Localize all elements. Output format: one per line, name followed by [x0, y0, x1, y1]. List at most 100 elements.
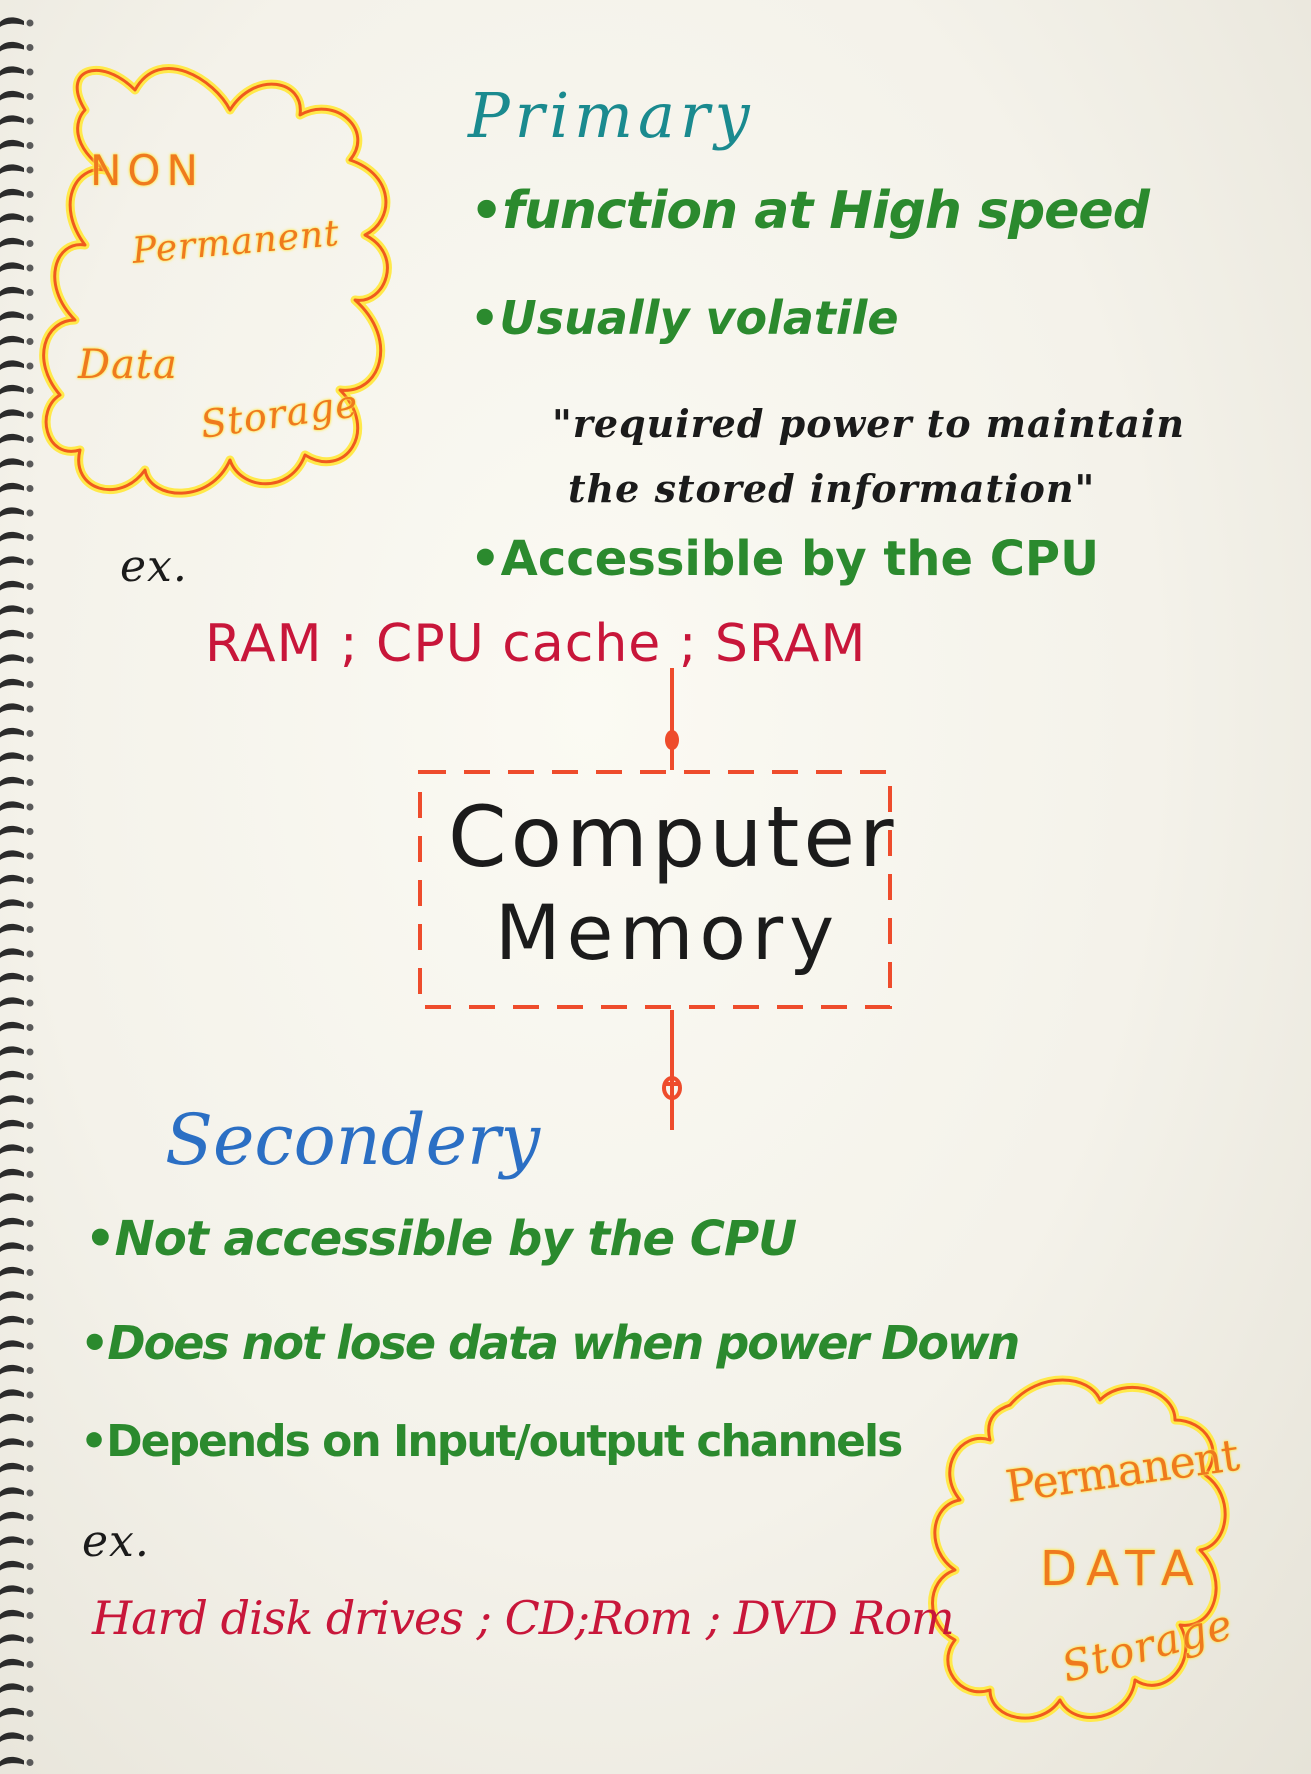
spiral-hole	[26, 313, 34, 321]
cloud-bottom-right-line2: DATA	[1040, 1541, 1204, 1597]
spiral-coil	[0, 1291, 24, 1301]
spiral-hole	[26, 1195, 34, 1203]
spiral-hole	[26, 1661, 34, 1668]
spiral-coil	[0, 1217, 24, 1228]
spiral-coil	[0, 115, 24, 125]
spiral-hole	[26, 754, 34, 762]
spiral-coil	[0, 1683, 24, 1693]
cloud-top-left-outline	[42, 67, 389, 495]
spiral-coil	[0, 482, 24, 493]
spiral-hole	[26, 975, 34, 982]
spiral-hole	[26, 68, 34, 76]
spiral-hole	[26, 1097, 34, 1105]
spiral-coil	[0, 899, 24, 909]
cloud-bottom-right-outline	[931, 1378, 1227, 1720]
spiral-coil	[0, 1487, 24, 1497]
spiral-hole	[26, 656, 34, 664]
primary-example-label: ex.	[120, 541, 188, 592]
spiral-coil	[0, 1046, 24, 1056]
spiral-coil	[0, 507, 24, 517]
spiral-hole	[26, 240, 34, 247]
spiral-hole	[26, 1685, 34, 1693]
spiral-hole	[26, 534, 34, 541]
spiral-coil	[0, 1609, 24, 1620]
cloud-top-left-line3: Data	[78, 342, 178, 388]
spiral-coil	[0, 1340, 24, 1350]
spiral-coil	[0, 213, 24, 223]
spiral-hole	[26, 558, 34, 566]
spiral-coil	[0, 1168, 24, 1179]
spiral-coil	[0, 1560, 24, 1571]
secondary-bullet-no-data-loss: •Does not lose data when power Down	[80, 1316, 1020, 1370]
spiral-hole	[26, 950, 34, 958]
memory-dashed-box	[418, 770, 892, 1009]
spiral-coil	[0, 139, 24, 150]
spiral-coil	[0, 874, 24, 885]
spiral-hole	[26, 1269, 34, 1276]
center-line-memory: Memory	[495, 888, 841, 977]
spiral-hole	[26, 460, 34, 468]
spiral-hole	[26, 681, 34, 688]
spiral-hole	[26, 436, 34, 443]
spiral-hole	[26, 1489, 34, 1497]
primary-bullet-high-speed: •function at High speed	[470, 181, 1150, 241]
spiral-hole	[26, 1734, 34, 1742]
spiral-coil	[0, 188, 24, 199]
spiral-coil	[0, 1266, 24, 1277]
spiral-coil	[0, 776, 24, 787]
spiral-hole	[26, 1759, 34, 1766]
spiral-coil	[0, 678, 24, 689]
spiral-coil	[0, 923, 24, 934]
spiral-hole	[26, 999, 34, 1007]
spiral-coil	[0, 1193, 24, 1203]
spiral-hole	[26, 803, 34, 811]
spiral-coil	[0, 1364, 24, 1375]
primary-heading: Primary	[468, 79, 755, 152]
spiral-coil	[0, 1511, 24, 1522]
spiral-coil	[0, 409, 24, 419]
spiral-coil	[0, 850, 24, 860]
spiral-coil	[0, 90, 24, 101]
spiral-hole	[26, 1416, 34, 1423]
spiral-coil	[0, 580, 24, 591]
spiral-hole	[26, 1538, 34, 1546]
spiral-coil	[0, 654, 24, 664]
spiral-hole	[26, 607, 34, 615]
spiral-hole	[26, 583, 34, 590]
primary-bullet-accessible: •Accessible by the CPU	[470, 531, 1100, 587]
spiral-hole	[26, 1440, 34, 1448]
spiral-coil	[0, 1634, 24, 1644]
spiral-coil	[0, 1536, 24, 1546]
spiral-coil	[0, 311, 24, 321]
secondary-heading: Secondery	[165, 1099, 541, 1181]
spiral-coil	[0, 237, 24, 248]
spiral-hole	[26, 1465, 34, 1472]
spiral-coil	[0, 360, 24, 370]
connector-bottom	[662, 1010, 682, 1130]
spiral-coil	[0, 286, 24, 297]
primary-examples: RAM ; CPU cache ; SRAM	[205, 614, 867, 674]
spiral-hole	[26, 509, 34, 517]
spiral-hole	[26, 852, 34, 860]
spiral-coil	[0, 727, 24, 738]
primary-bullet-volatile: •Usually volatile	[470, 291, 899, 345]
spiral-coil	[0, 262, 24, 272]
center-line-computer: Computer	[448, 788, 898, 886]
spiral-hole	[26, 1563, 34, 1570]
spiral-hole	[26, 1612, 34, 1619]
spiral-hole	[26, 338, 34, 345]
spiral-coil	[0, 629, 24, 640]
spiral-coil	[0, 458, 24, 468]
spiral-coil	[0, 1462, 24, 1473]
primary-quote-line2: the stored information"	[568, 466, 1096, 511]
spiral-coil	[0, 1413, 24, 1424]
spiral-coil	[0, 1756, 24, 1767]
spiral-hole	[26, 264, 34, 272]
spiral-coil	[0, 1707, 24, 1718]
spiral-coil	[0, 825, 24, 836]
secondary-bullet-not-accessible: •Not accessible by the CPU	[85, 1211, 797, 1267]
spiral-coil	[0, 972, 24, 983]
spiral-hole	[26, 19, 34, 27]
spiral-hole	[26, 411, 34, 419]
